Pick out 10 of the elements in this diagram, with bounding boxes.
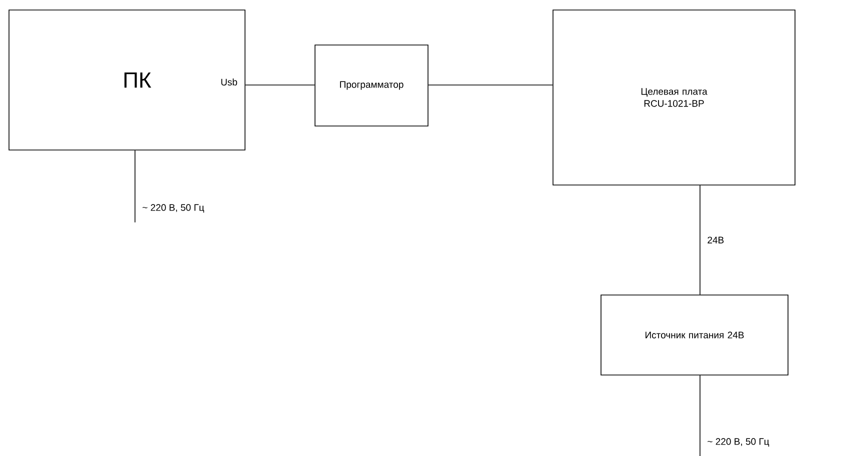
device-box: Целевая плата RCU-1021-BP — [552, 10, 796, 186]
device-box: Программатор — [314, 44, 428, 126]
device-box: ПК Usb — [8, 10, 246, 150]
edge-label: ~ 220 В, 50 Гц — [142, 204, 204, 213]
connector-line — [134, 150, 136, 223]
connector-line — [245, 84, 315, 86]
edge-label: 24В — [708, 236, 724, 244]
edge-label: ~ 220 В, 50 Гц — [708, 438, 770, 447]
connector-line — [428, 84, 553, 86]
device-box: Источник питания 24В — [600, 294, 788, 376]
